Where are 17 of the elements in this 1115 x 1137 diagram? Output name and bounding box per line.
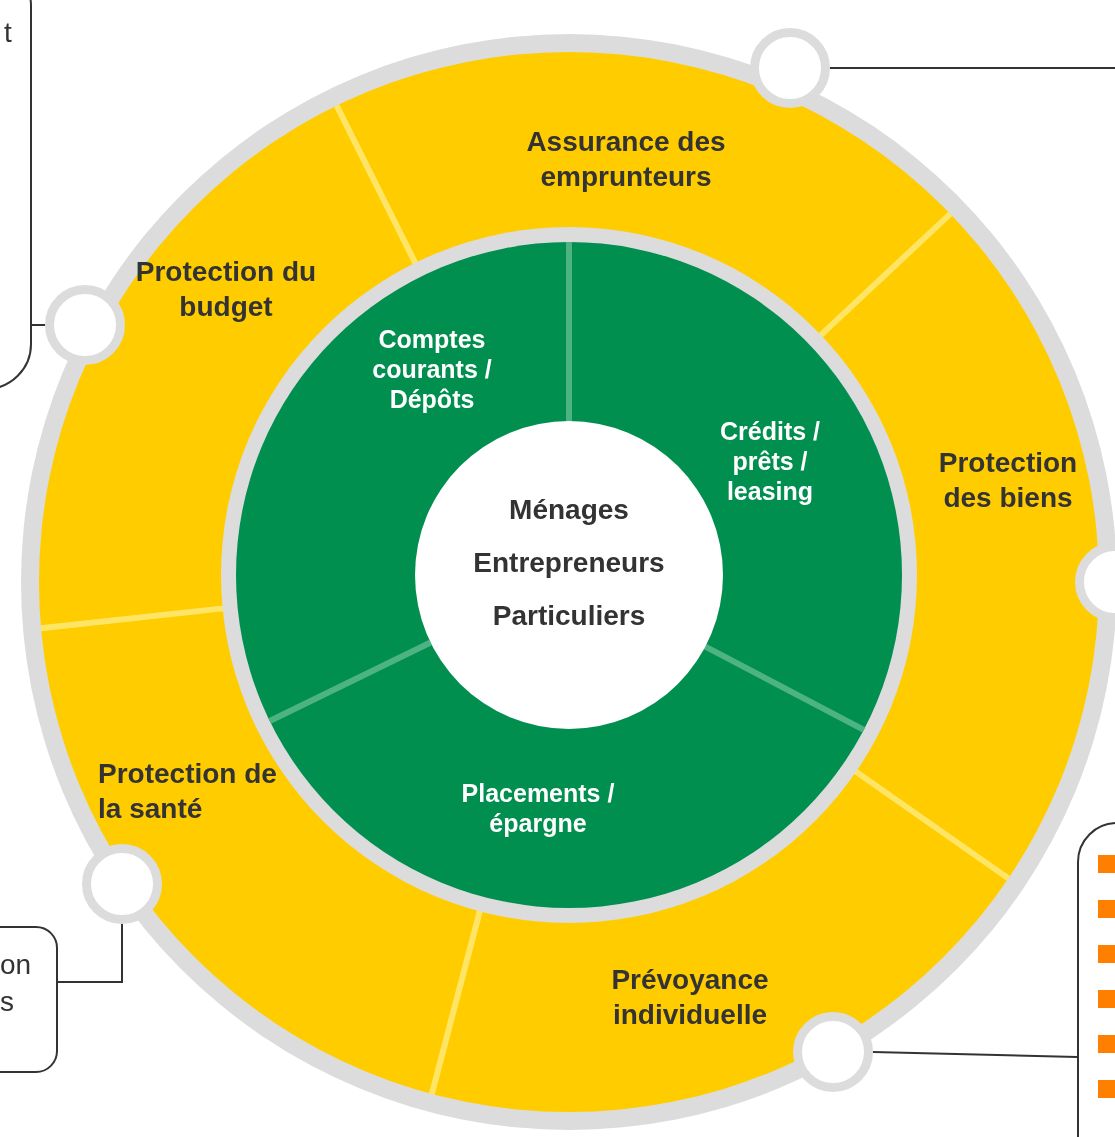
center-label: Particuliers bbox=[491, 599, 647, 633]
center-label: Ménages bbox=[508, 493, 630, 527]
segment-label: Assurance des emprunteurs bbox=[486, 124, 766, 196]
segment-label: Crédits / prêts / leasing bbox=[690, 416, 850, 508]
segment-label: Protection de la santé bbox=[98, 756, 298, 828]
panel-text: on s bbox=[0, 948, 33, 1019]
panel-text: t bbox=[4, 16, 12, 50]
connector-line bbox=[57, 923, 123, 983]
segment-label: Prévoyance individuelle bbox=[560, 962, 820, 1040]
segment-label: Placements / épargne bbox=[420, 778, 656, 840]
center-label: Entrepreneurs bbox=[472, 546, 666, 580]
segment-label: Protection des biens bbox=[912, 445, 1104, 517]
connector-line bbox=[872, 1051, 1078, 1058]
segment-label: Comptes courants / Dépôts bbox=[342, 324, 522, 416]
segment-label: Protection du budget bbox=[116, 254, 336, 326]
connector-line bbox=[31, 324, 46, 326]
connector-line bbox=[829, 67, 1115, 69]
